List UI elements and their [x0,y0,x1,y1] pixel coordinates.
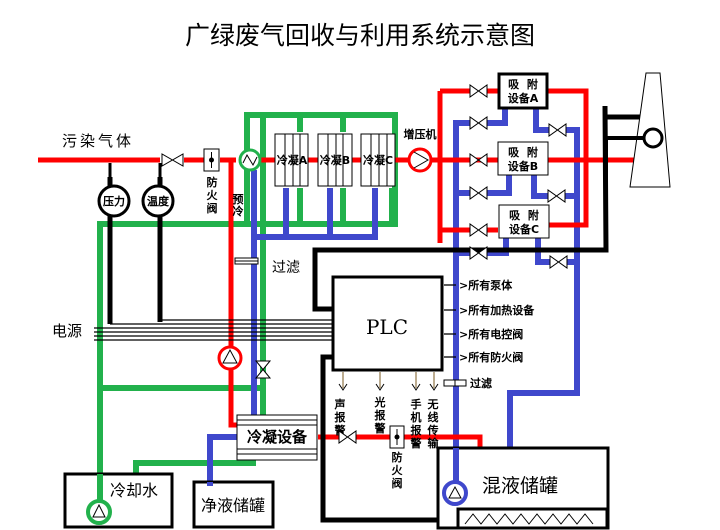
temperature-label: 温度 [147,194,170,208]
phone-alarm-label: 报 [411,423,423,437]
liquid-lines [207,109,580,505]
adsorber-valves[interactable] [469,84,568,269]
power-label: 电源 [52,322,82,340]
gauge-icon [97,184,131,218]
pump-icon [442,480,468,506]
fire-damper-label: 阀 [207,201,218,215]
plc-output-list: >所有泵体 >所有加热设备 >所有电控阀 >所有防火阀 [459,278,535,364]
valve-icon [549,255,568,269]
fire-damper-2[interactable]: 防 火 阀 [389,425,405,490]
clean-liquid-tank: 净液储罐 [192,480,275,529]
adsorber-c-label: 吸 附 [509,208,539,222]
valve-icon [469,246,488,260]
condenser-c: 冷凝C [360,133,396,187]
valve-icon [548,123,567,137]
inlet-gas-label: 污染气体 [62,132,134,150]
valve-icon [469,186,488,200]
pressure-gauge: 压力 [97,163,131,218]
valve-icon [469,223,488,237]
adsorber-a: 吸 附 设备A [497,72,549,110]
light-alarm-label: 光 [374,395,386,409]
precool-heat-exchanger [238,148,262,172]
condensing-unit-label: 冷凝设备 [247,428,308,446]
booster-compressor[interactable]: 增压机 [404,127,437,173]
valve-icon [469,84,488,98]
return-valve[interactable] [338,430,357,444]
fire-damper-label: 防 [207,175,218,189]
fire-damper-label: 阀 [392,476,403,490]
phone-alarm-label: 手 [411,397,422,411]
condenser-b-label: 冷凝B [320,153,350,167]
adsorber-c-label: 设备C [509,222,539,236]
plc-output-valves: >所有电控阀 [459,327,523,341]
fire-damper-1[interactable]: 防 火 阀 [203,148,220,215]
adsorber-b-label: 吸 附 [508,145,538,159]
precool-label: 预 [233,192,244,206]
cooling-water-tank: 冷却水 [63,472,174,529]
pump-icon [407,147,433,173]
filter-1-label: 过滤 [272,260,300,276]
plc-output-pumps: >所有泵体 [459,278,513,292]
valve-icon [547,189,566,203]
light-alarm-label: 报 [375,408,387,422]
alarm-labels: 声 报 警 光 报 警 手 机 报 警 无 线 传 输 [334,395,440,450]
wireless-label: 传 [427,423,439,437]
sound-alarm-label: 报 [335,410,347,424]
plc-output-heaters: >所有加热设备 [459,303,535,317]
phone-alarm-label: 机 [411,410,422,424]
alarm-arrows [338,372,439,391]
condenser-b: 冷凝B [317,133,353,187]
diagram-title: 广绿废气回收与利用系统示意图 [185,21,535,50]
chimney [604,72,671,250]
fire-damper-label: 火 [392,464,404,477]
fire-damper-label: 火 [207,189,219,202]
adsorber-a-label: 设备A [508,91,539,105]
valve-icon [469,153,488,167]
heater-coil-icon [464,513,594,525]
condenser-c-label: 冷凝C [363,153,393,167]
cooling-valve[interactable] [254,360,272,379]
gas-lines [38,88,636,448]
adsorber-a-label: 吸 附 [508,77,538,91]
fan-icon [642,127,664,149]
precool-label: 冷 [233,204,244,218]
clean-liquid-tank-label: 净液储罐 [201,496,265,515]
mixed-liquid-tank: 混液储罐 [436,446,610,530]
plc-controller[interactable]: PLC [331,275,444,372]
condensing-unit: 冷凝设备 [236,414,318,461]
adsorber-b: 吸 附 设备B [497,141,549,176]
filter-2: 过滤 [443,376,492,390]
adsorber-c: 吸 附 设备C [498,204,550,239]
plc-output-fire-dampers: >所有防火阀 [459,350,523,364]
plc-label: PLC [366,315,408,339]
mixed-liquid-tank-label: 混液储罐 [482,475,558,497]
cooling-water-label: 冷却水 [110,481,158,500]
circulation-pump[interactable] [217,345,243,371]
wireless-label: 无 [427,398,439,411]
filter-1: 过滤 [234,257,300,276]
valve-icon [338,430,357,444]
temperature-gauge: 温度 [141,163,175,218]
inlet-valve[interactable] [161,153,184,167]
valve-icon [254,360,272,379]
fire-damper-label: 防 [392,450,403,464]
condenser-a-label: 冷凝A [277,153,308,167]
pressure-label: 压力 [103,194,125,208]
wireless-label: 线 [428,410,439,424]
valve-icon [161,153,184,167]
booster-label: 增压机 [404,127,437,141]
phone-alarm-label: 警 [410,436,422,450]
condenser-a: 冷凝A [274,133,309,187]
valve-icon [469,116,488,130]
light-alarm-label: 警 [374,421,386,435]
sound-alarm-label: 声 [334,397,346,411]
filter-2-label: 过滤 [470,376,492,390]
gauge-icon [141,184,175,218]
adsorber-b-label: 设备B [508,159,538,173]
